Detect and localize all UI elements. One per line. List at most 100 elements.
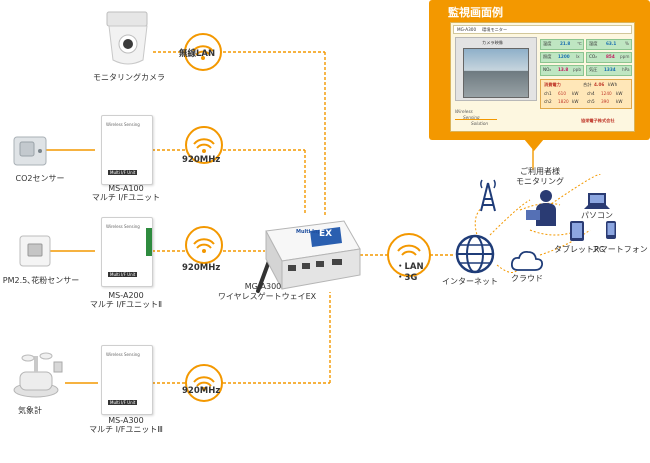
monitoring-camera — [103, 10, 153, 68]
power-total: 4.06 — [594, 82, 605, 87]
terminal-block — [146, 228, 152, 256]
gateway-device: Multi Input EX — [248, 213, 366, 299]
wireless-920-icon — [185, 126, 223, 164]
gateway-model: MG-A300 — [244, 282, 282, 291]
reading-humidity: 湿度 63.1 % — [586, 39, 632, 50]
smartphone-label: スマートフォン — [592, 245, 648, 254]
reading-temp: 温度 21.8 ℃ — [540, 39, 584, 50]
cell-tower — [477, 175, 499, 213]
3g-label: ・3G — [396, 273, 418, 283]
internet-label: インターネット — [442, 277, 498, 286]
camera-icon — [106, 11, 148, 65]
lan-3g-icon — [387, 233, 431, 277]
unit-brand-label: Wireless Sensing — [106, 352, 140, 357]
power-value: 610 — [558, 91, 566, 96]
reading-co2: CO₂ 854 ppm — [586, 52, 632, 63]
power-total-key: 合計 — [583, 82, 592, 87]
user-label-line1: ご利用者様 — [520, 167, 560, 176]
power-unit: kW — [572, 91, 579, 96]
co2-sensor-icon — [13, 136, 47, 166]
gateway-brand: Multi Input — [296, 229, 328, 235]
wireless-920-label: 920MHz — [182, 263, 221, 273]
reading-illuminance: 照度 1200 lx — [540, 52, 584, 63]
power-unit: kW — [616, 99, 623, 104]
camera-label: モニタリングカメラ — [93, 73, 165, 82]
brand-swoosh — [455, 119, 497, 120]
unit-badge: Multi I/F Unit — [108, 170, 138, 175]
monitor-name: 環境モニター — [482, 27, 508, 32]
camera-view-label: カメラ映像 — [482, 40, 503, 45]
co2-sensor-label: CO2センサー — [15, 174, 65, 183]
pc-laptop — [584, 192, 610, 210]
tablet-label: タブレットPC — [554, 245, 605, 254]
reading-pressure: 気圧 1334 hPa — [586, 65, 632, 76]
unit-a300-model: MS-A300 — [108, 416, 144, 425]
unit-box-a300: Wireless Sensing Multi I/F Unit — [101, 345, 153, 415]
monitor-header: MG-A300 環境モニター — [453, 25, 632, 34]
unit-box-a100: Wireless Sensing Multi I/F Unit — [101, 115, 153, 185]
cloud-icon — [510, 250, 544, 271]
camera-image — [463, 48, 529, 98]
power-unit: kW — [616, 91, 623, 96]
pm-sensor-label: PM2.5､花粉センサー — [2, 276, 80, 285]
unit-a200-model: MS-A200 — [108, 291, 144, 300]
wireless-920-label: 920MHz — [182, 386, 221, 396]
smartphone — [605, 220, 617, 240]
cloud-label: クラウド — [511, 274, 543, 283]
cloud — [510, 250, 544, 272]
gateway-ex-badge: EX — [319, 229, 333, 239]
power-total-unit: kWh — [608, 82, 618, 87]
pm-sensor — [18, 234, 52, 268]
gateway-desc: ワイヤレスゲートウェイEX — [217, 292, 317, 301]
internet-globe — [455, 234, 495, 274]
user-label-line2: モニタリング — [516, 177, 564, 186]
tablet — [569, 220, 585, 242]
wireless-920-icon — [185, 364, 223, 402]
unit-a100-model: MS-A100 — [108, 184, 144, 193]
power-key: ch2 — [544, 99, 552, 104]
brand-line1: Wireless — [455, 109, 473, 114]
power-label: 消費電力 — [544, 82, 561, 87]
pc-label: パソコン — [581, 211, 613, 220]
power-panel: 消費電力 合計 4.06 kWh ch1 610 kW ch4 1240 kW … — [540, 79, 632, 109]
unit-a300-desc: マルチ I/FユニットⅢ — [89, 425, 163, 434]
power-key: ch4 — [587, 91, 595, 96]
smartphone-icon — [606, 221, 616, 239]
power-key: ch1 — [544, 91, 552, 96]
company-name: 協栄電子株式会社 — [581, 118, 615, 123]
unit-badge: Multi I/F Unit — [108, 400, 138, 405]
unit-badge: Multi I/F Unit — [108, 272, 138, 277]
laptop-icon — [584, 193, 610, 209]
gateway-icon — [256, 220, 361, 293]
globe-icon — [455, 234, 495, 274]
brand-line3: Solution — [471, 121, 489, 126]
callout-pointer — [524, 139, 544, 151]
wireless-920-label: 920MHz — [182, 155, 221, 165]
unit-box-a200: Wireless Sensing Multi I/F Unit — [101, 217, 153, 287]
user-figure — [524, 188, 564, 228]
wireless-lan-label: 無線LAN — [179, 49, 216, 59]
unit-brand-label: Wireless Sensing — [106, 122, 140, 127]
camera-view-frame: カメラ映像 — [455, 37, 537, 101]
brand-line2: Sensing — [463, 115, 480, 120]
example-title: 監視画面例 — [448, 6, 503, 19]
unit-a200-desc: マルチ I/FユニットⅡ — [89, 300, 163, 309]
weather-station — [8, 350, 66, 400]
power-key: ch5 — [587, 99, 595, 104]
power-value: 390 — [601, 99, 609, 104]
wireless-920-icon — [185, 226, 223, 264]
monitor-model: MG-A300 — [457, 27, 477, 32]
co2-sensor — [12, 133, 48, 169]
weather-station-icon — [13, 352, 63, 398]
monitor-screen: MG-A300 環境モニター カメラ映像 温度 21.8 ℃ 湿度 63.1 %… — [450, 22, 635, 132]
power-value: 1240 — [601, 91, 612, 96]
tablet-icon — [570, 221, 584, 241]
pm-sensor-icon — [19, 235, 51, 267]
tower-icon — [480, 179, 496, 212]
unit-brand-label: Wireless Sensing — [106, 224, 140, 229]
reading-no2: NO₂ 13.8 ppb — [540, 65, 584, 76]
weather-station-label: 気象計 — [18, 406, 42, 415]
user-icon — [526, 190, 556, 226]
power-unit: kW — [572, 99, 579, 104]
